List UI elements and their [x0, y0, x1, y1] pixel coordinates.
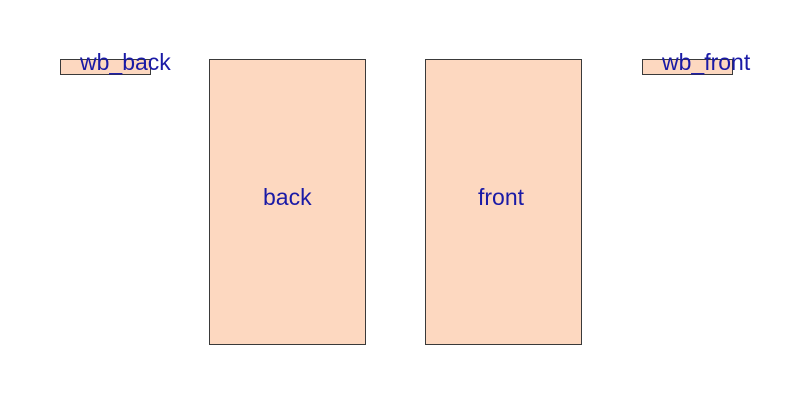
back-box [209, 59, 366, 345]
back-label: back [263, 184, 312, 210]
wb-back-box [60, 59, 151, 75]
front-label: front [478, 184, 525, 210]
wb-front-box [642, 59, 733, 75]
front-box [425, 59, 582, 345]
wb-back-label: wb_back [80, 49, 171, 75]
wb-front-label: wb_front [662, 49, 751, 75]
